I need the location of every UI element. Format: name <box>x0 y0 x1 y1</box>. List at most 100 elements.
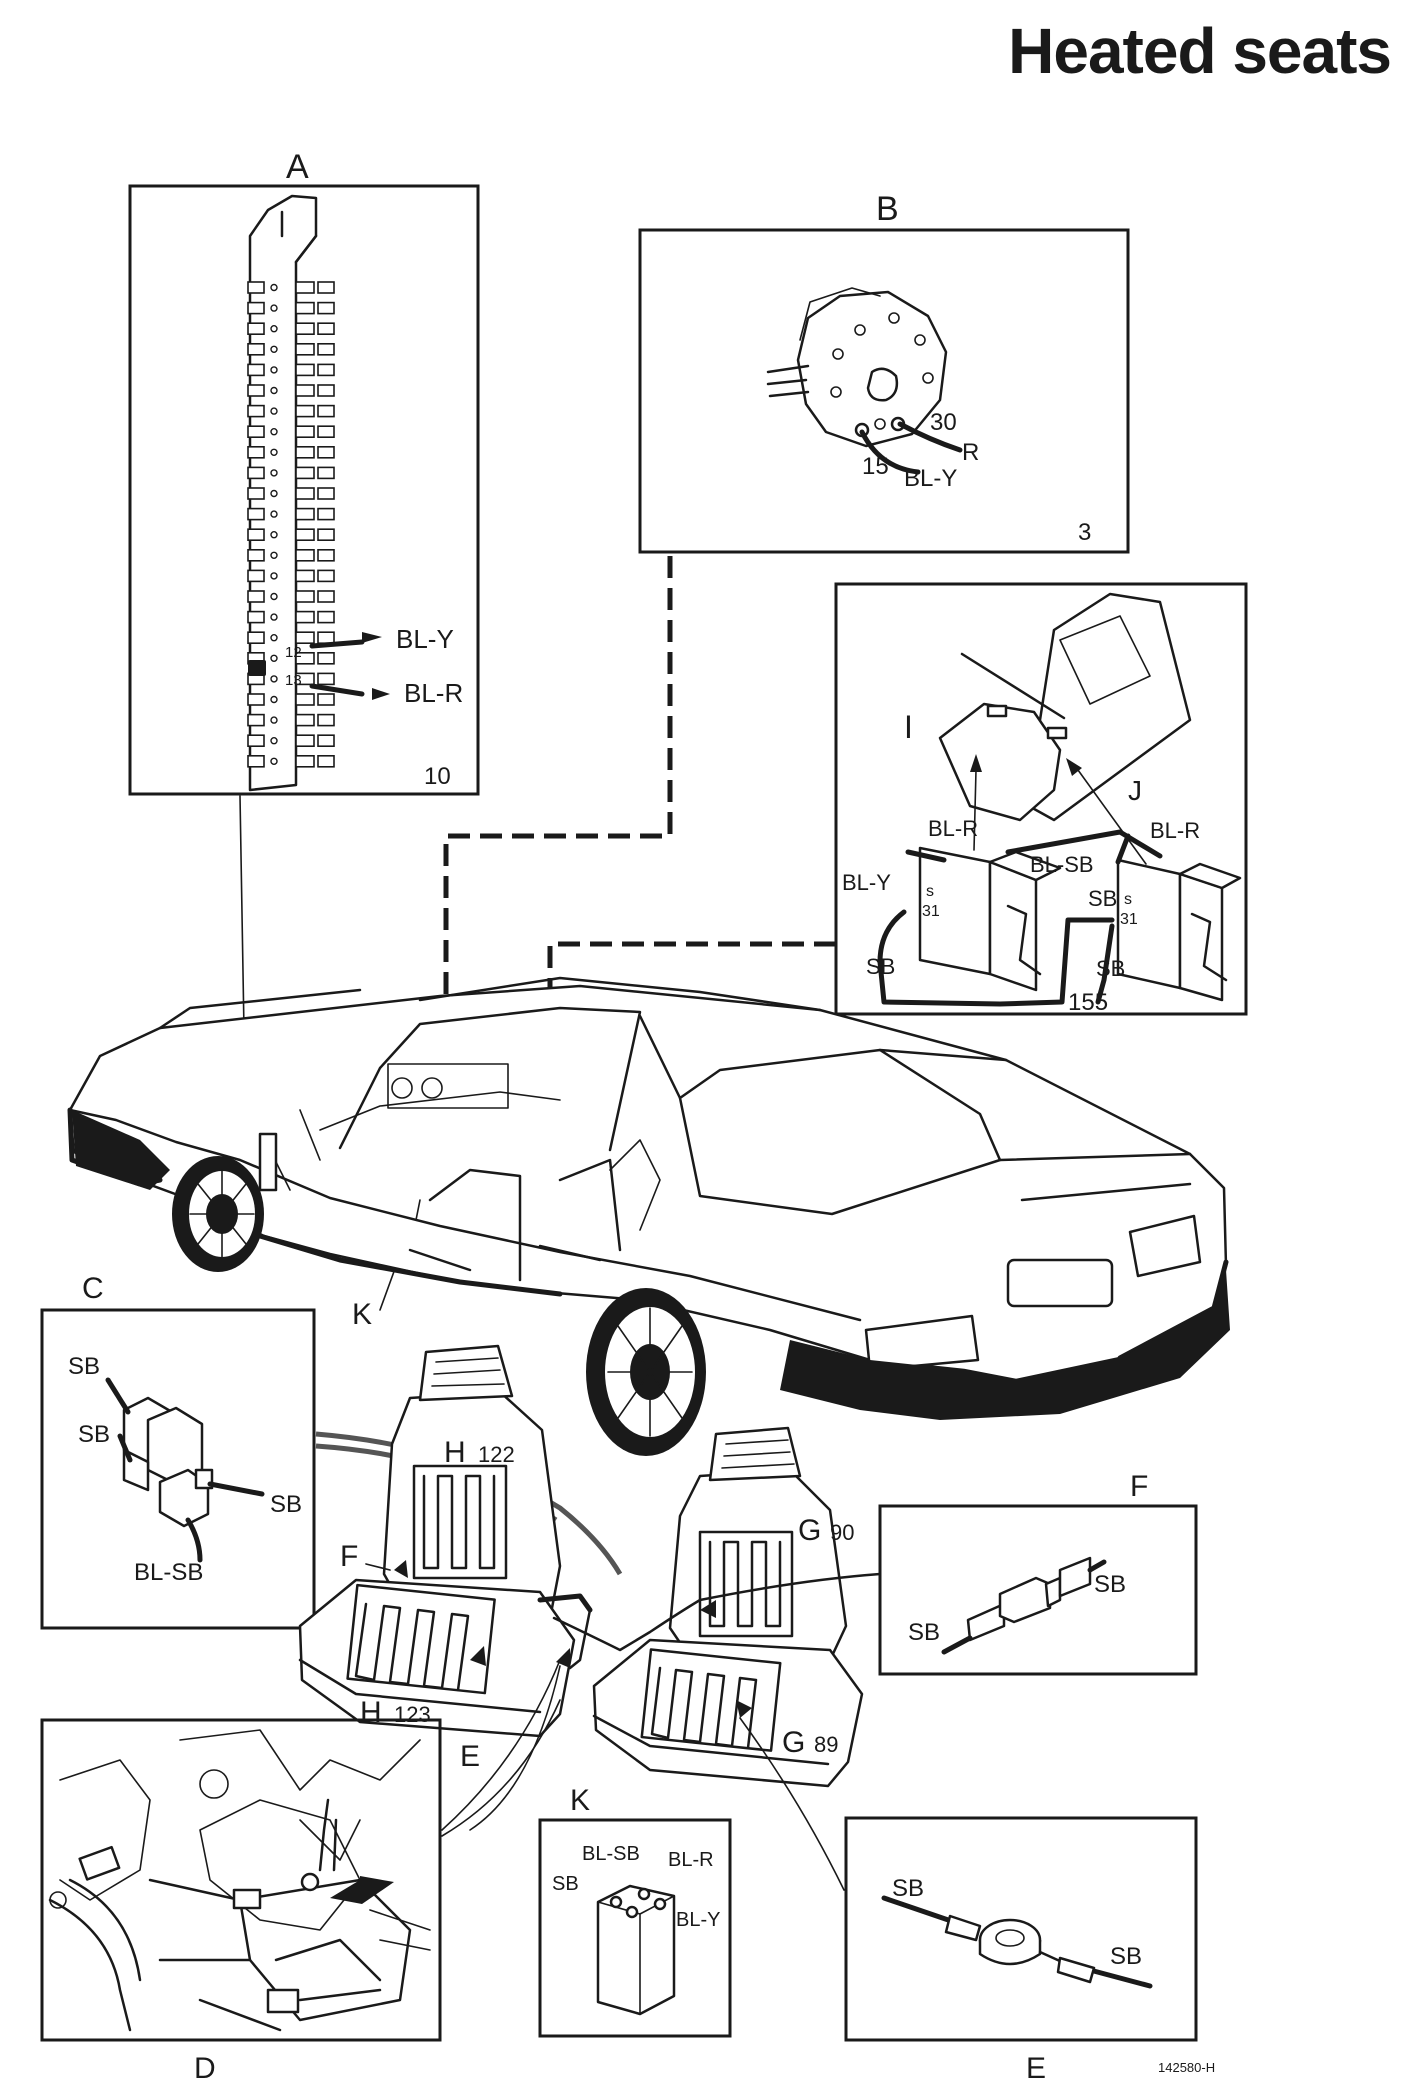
fuse-slot <box>270 304 278 312</box>
fuse-terminal <box>247 734 265 748</box>
pin-13-label: 13 <box>285 672 302 689</box>
fuse-slot <box>270 716 278 724</box>
fuse-terminal <box>317 734 335 748</box>
wire-label-bl-r: BL-R <box>404 678 463 708</box>
fuse-terminal <box>247 590 265 603</box>
fuse-terminal <box>295 301 315 315</box>
fuse-terminal <box>317 507 335 521</box>
terminal-s-left: s <box>926 883 934 900</box>
callout-h-num-2: 123 <box>394 1702 431 1727</box>
switch-left <box>918 846 1062 992</box>
fuse-slot <box>270 675 278 683</box>
label-j: J <box>1128 775 1142 806</box>
fuse-slot <box>270 531 278 539</box>
panel-e-letter: E <box>1026 2052 1046 2085</box>
fuse-terminal <box>317 651 335 665</box>
figure-id: 142580-H <box>1158 2060 1215 2075</box>
switch-right <box>1116 858 1242 1002</box>
panel-c-sb-1: SB <box>68 1353 100 1380</box>
rear-wheel <box>586 1288 706 1456</box>
page-title: Heated seats <box>1008 15 1392 87</box>
callout-g-letter-2: G <box>782 1726 805 1759</box>
fuse-terminal <box>317 569 335 583</box>
panel-c: C SB SB SB BL-SB <box>40 1272 316 1630</box>
fuse-terminal <box>247 404 265 418</box>
fuse-terminal <box>317 425 335 439</box>
fuse-slot <box>270 366 278 374</box>
fuse-terminal <box>295 384 315 397</box>
panel-a-letter: A <box>286 148 309 186</box>
fuse-terminal <box>247 466 265 480</box>
panel-k-sb: SB <box>552 1873 579 1895</box>
callout-h-num-1: 122 <box>478 1442 515 1467</box>
fuse-terminal <box>295 590 315 603</box>
fuse-terminal <box>247 569 265 583</box>
panel-f-sb-1: SB <box>1094 1571 1126 1598</box>
fuse-slot <box>270 386 278 395</box>
fuse-terminal <box>295 548 315 562</box>
terminal-30-label: 30 <box>930 409 957 436</box>
fuse-terminal <box>247 322 265 336</box>
fuse-terminal <box>247 631 265 645</box>
fuse-terminal <box>317 610 335 624</box>
seats-illustration <box>298 1344 882 1891</box>
panel-k-bl-sb: BL-SB <box>582 1843 640 1865</box>
fuse-terminal <box>295 322 315 336</box>
fuse-slot <box>270 551 278 559</box>
panel-k-bl-y: BL-Y <box>676 1909 720 1931</box>
panel-f-sb-2: SB <box>908 1619 940 1646</box>
panel-f-letter: F <box>1130 1470 1148 1503</box>
fuse-terminal <box>317 466 335 480</box>
panel-e: E SB SB <box>844 1816 1198 2085</box>
fuse-terminal <box>247 528 265 542</box>
fuse-terminal <box>247 425 265 439</box>
fuse-terminal <box>295 631 315 645</box>
panel-c-sb-3: SB <box>270 1491 302 1518</box>
fuse-terminal <box>317 281 335 294</box>
fuse-slot <box>270 634 278 642</box>
fuse-slot <box>270 428 278 436</box>
fuse-terminal <box>317 322 335 336</box>
fuse-terminal <box>295 507 315 521</box>
panel-k-letter: K <box>570 1784 590 1817</box>
fuse-slot <box>270 469 278 477</box>
wire-label-bl-y-s: BL-Y <box>842 870 891 895</box>
wire-label-bl-y-b: BL-Y <box>904 465 957 492</box>
console-illustration <box>938 592 1192 822</box>
callout-g-num-1: 90 <box>830 1520 854 1545</box>
label-i: I <box>904 709 913 745</box>
fuse-terminal <box>247 281 265 294</box>
callout-f: F <box>340 1540 358 1573</box>
fuse-terminal <box>317 590 335 603</box>
fuse-slot <box>270 407 278 415</box>
fuse-terminal <box>247 363 265 377</box>
fuse-terminal <box>247 507 265 521</box>
connector-c-illustration <box>122 1396 214 1528</box>
panel-c-bl-sb: BL-SB <box>134 1559 203 1586</box>
fuse-terminal <box>295 651 315 665</box>
panel-a: A 10 12 13 BL-Y BL-R <box>128 148 480 796</box>
fuse-slot <box>270 572 278 580</box>
fuse-terminal <box>295 445 315 459</box>
fuse-slot <box>270 757 278 765</box>
panel-d: D <box>40 1718 442 2085</box>
wire-label-r: R <box>962 439 979 466</box>
panel-switches: 155 I J <box>834 582 1248 1016</box>
wire-label-bl-r-2: BL-R <box>1150 818 1200 843</box>
fuse-terminal <box>317 754 335 768</box>
fuse-terminal <box>247 342 265 356</box>
fuse-terminal <box>295 425 315 439</box>
front-wheel <box>172 1156 264 1272</box>
fuse-terminal <box>295 528 315 542</box>
callout-g-num-2: 89 <box>814 1732 838 1757</box>
fuse-terminal <box>295 404 315 418</box>
fuse-slot <box>270 654 278 662</box>
fuse-slot <box>270 448 278 456</box>
fuse-terminal <box>295 693 315 706</box>
connector-f-illustration <box>966 1556 1092 1642</box>
fuse-slot <box>270 489 278 498</box>
fuse-slot <box>270 737 278 745</box>
panel-b-number: 3 <box>1078 519 1091 546</box>
fuse-terminal <box>247 610 265 624</box>
